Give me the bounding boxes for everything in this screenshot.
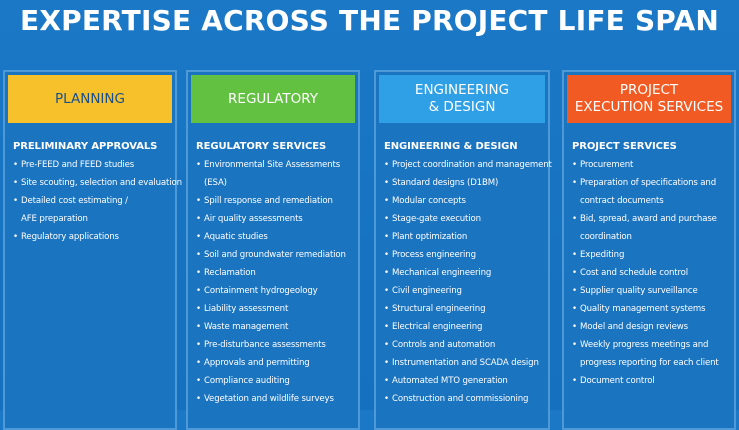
- column-heading-regulatory: REGULATORY: [191, 75, 355, 123]
- list-item: Reclamation: [196, 264, 354, 282]
- section-title: PROJECT SERVICES: [572, 141, 677, 152]
- list-item: Approvals and permitting: [196, 354, 354, 372]
- item-list: Pre-FEED and FEED studies Site scouting,…: [5, 156, 182, 246]
- column-regulatory: REGULATORY REGULATORY SERVICES Environme…: [186, 70, 360, 430]
- list-item: Model and design reviews: [572, 318, 730, 336]
- column-heading-execution: PROJECT EXECUTION SERVICES: [567, 75, 731, 123]
- item-list: Project coordination and management Stan…: [376, 156, 552, 408]
- list-item: Expediting: [572, 246, 730, 264]
- list-item: Compliance auditing: [196, 372, 354, 390]
- list-item: Standard designs (D1BM): [384, 174, 544, 192]
- list-item: Weekly progress meetings and progress re…: [572, 336, 730, 372]
- list-item: Procurement: [572, 156, 730, 174]
- list-item: Preparation of specifications and contra…: [572, 174, 720, 210]
- item-list: Procurement Preparation of specification…: [564, 156, 734, 390]
- list-item: Vegetation and wildlife surveys: [196, 390, 354, 408]
- section-title: PRELIMINARY APPROVALS: [13, 141, 158, 152]
- column-execution: PROJECT EXECUTION SERVICES PROJECT SERVI…: [562, 70, 736, 430]
- list-item: Plant optimization: [384, 228, 544, 246]
- list-item: Supplier quality surveillance: [572, 282, 730, 300]
- list-item: Cost and schedule control: [572, 264, 730, 282]
- list-item: Air quality assessments: [196, 210, 354, 228]
- heading-text: PROJECT: [619, 82, 679, 98]
- list-item: Pre-disturbance assessments: [196, 336, 354, 354]
- list-item: Detailed cost estimating / AFE preparati…: [13, 192, 141, 228]
- list-item: Bid, spread, award and purchase coordina…: [572, 210, 720, 246]
- list-item: Environmental Site Assessments (ESA): [196, 156, 344, 192]
- list-item: Liability assessment: [196, 300, 354, 318]
- list-item: Structural engineering: [384, 300, 544, 318]
- list-item: Electrical engineering: [384, 318, 544, 336]
- list-item: Quality management systems: [572, 300, 730, 318]
- list-item: Automated MTO generation: [384, 372, 544, 390]
- heading-text: & DESIGN: [428, 99, 496, 115]
- heading-text: REGULATORY: [228, 90, 318, 107]
- section-title: ENGINEERING & DESIGN: [384, 141, 518, 152]
- column-planning: PLANNING PRELIMINARY APPROVALS Pre-FEED …: [3, 70, 182, 430]
- list-item: Waste management: [196, 318, 354, 336]
- column-engineering: ENGINEERING & DESIGN ENGINEERING & DESIG…: [374, 70, 552, 430]
- item-list: Environmental Site Assessments (ESA) Spi…: [188, 156, 358, 408]
- section-title: REGULATORY SERVICES: [196, 141, 327, 152]
- column-heading-engineering: ENGINEERING & DESIGN: [379, 75, 545, 123]
- heading-text: EXECUTION SERVICES: [574, 99, 724, 115]
- heading-text: ENGINEERING: [414, 82, 510, 98]
- heading-text: PLANNING: [55, 90, 125, 107]
- list-item: Construction and commissioning: [384, 390, 544, 408]
- list-item: Aquatic studies: [196, 228, 354, 246]
- list-item: Controls and automation: [384, 336, 544, 354]
- list-item: Spill response and remediation: [196, 192, 354, 210]
- list-item: Project coordination and management: [384, 156, 552, 174]
- column-heading-planning: PLANNING: [8, 75, 172, 123]
- list-item: Stage-gate execution: [384, 210, 544, 228]
- list-item: Site scouting, selection and evaluation: [13, 174, 182, 192]
- list-item: Civil engineering: [384, 282, 544, 300]
- list-item: Soil and groundwater remediation: [196, 246, 354, 264]
- list-item: Containment hydrogeology: [196, 282, 354, 300]
- list-item: Pre-FEED and FEED studies: [13, 156, 171, 174]
- list-item: Document control: [572, 372, 730, 390]
- list-item: Modular concepts: [384, 192, 544, 210]
- page-title: EXPERTISE ACROSS THE PROJECT LIFE SPAN: [20, 4, 719, 37]
- list-item: Process engineering: [384, 246, 544, 264]
- list-item: Regulatory applications: [13, 228, 171, 246]
- list-item: Instrumentation and SCADA design: [384, 354, 544, 372]
- list-item: Mechanical engineering: [384, 264, 544, 282]
